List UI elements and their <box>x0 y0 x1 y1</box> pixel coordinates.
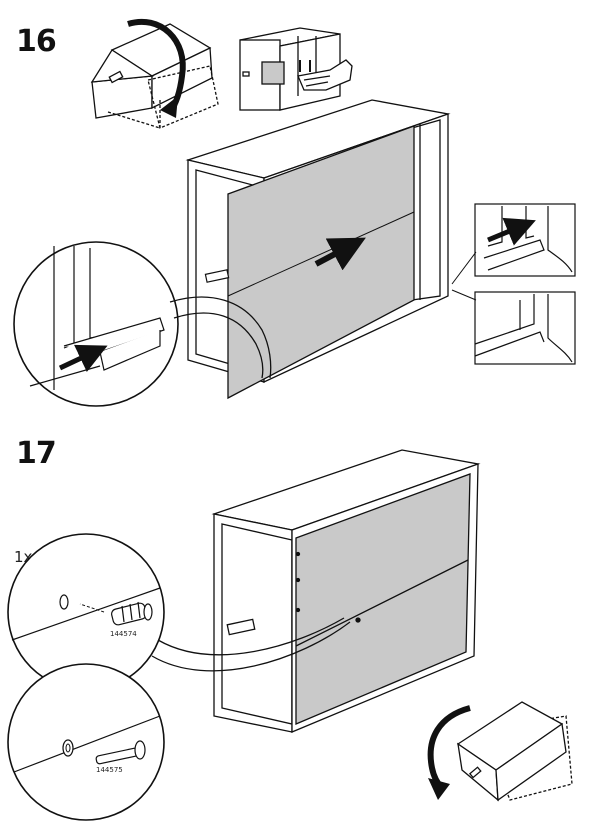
rotate-box-illustration <box>90 23 219 129</box>
detail-circle-step-17-b <box>7 663 165 821</box>
detail-callout-line-17 <box>151 621 351 672</box>
detail-circle-step-17-a <box>7 533 165 691</box>
part-number-144574: 144574 <box>110 630 137 638</box>
part-number-144575: 144575 <box>96 766 123 774</box>
step-17-number: 17 <box>16 436 57 471</box>
detail-connectors <box>451 251 477 301</box>
detail-box-top <box>474 203 576 277</box>
rotate-arrow-head <box>160 96 178 118</box>
detail-box-bottom <box>474 291 576 365</box>
panel-handle <box>204 269 230 283</box>
slide-direction-arrow <box>314 237 366 271</box>
detail-circle-step-16 <box>13 241 179 407</box>
cabinet-step-17 <box>211 449 481 733</box>
detail-callout-line-16 <box>169 296 272 379</box>
panel-joint-line <box>227 211 415 297</box>
step-16-number: 16 <box>16 24 57 59</box>
cabinet-with-hand-illustration <box>239 27 353 111</box>
rotate-arrow-bottom-head <box>428 778 450 800</box>
rotate-box-illustration-bottom <box>456 701 573 802</box>
